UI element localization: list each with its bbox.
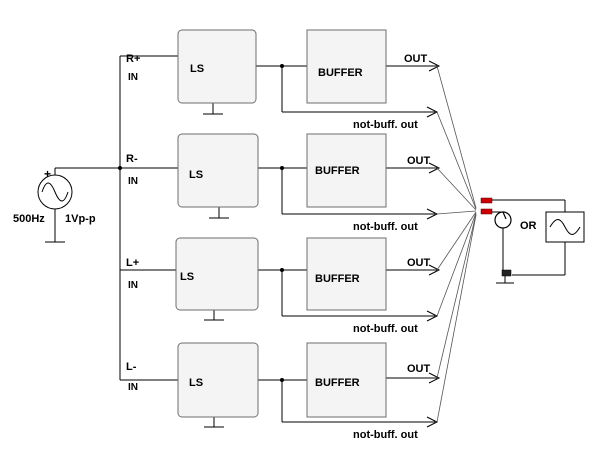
channel-pin-label: R+ <box>126 53 140 65</box>
not-buffered-out-label: not-buff. out <box>353 323 418 335</box>
out-label: OUT <box>407 363 431 375</box>
channel-r-minus: R- IN LS BUFFER OUT not-buff. out <box>120 133 441 233</box>
ls-label: LS <box>189 169 203 181</box>
oscilloscope-probe: OR <box>480 197 585 284</box>
buffer-label: BUFFER <box>315 377 360 389</box>
buffer-block <box>306 342 387 418</box>
ls-label: LS <box>180 271 194 283</box>
out-label: OUT <box>407 155 431 167</box>
ls-label: LS <box>190 63 204 75</box>
selector-lines <box>436 65 477 423</box>
channel-pin-label: R- <box>126 153 138 165</box>
waveform-icon <box>549 219 581 235</box>
buffer-label: BUFFER <box>318 67 363 79</box>
buffer-label: BUFFER <box>315 273 360 285</box>
ls-block <box>177 133 259 208</box>
signal-source <box>37 167 120 243</box>
ls-block <box>175 237 259 311</box>
probe-selector-icon <box>494 211 512 229</box>
ls-block <box>177 342 259 418</box>
channel-in-label: IN <box>128 176 138 187</box>
not-buffered-out-label: not-buff. out <box>353 119 418 131</box>
ls-label: LS <box>189 377 203 389</box>
not-buffered-out-label: not-buff. out <box>353 221 418 233</box>
channel-r-plus: R+ IN LS BUFFER OUT not-buff. out <box>120 29 441 131</box>
channel-l-minus: L- IN LS BUFFER OUT not-buff. out <box>120 342 441 441</box>
buffer-block <box>306 29 387 104</box>
source-frequency: 500Hz <box>13 213 45 225</box>
channel-l-plus: L+ IN LS BUFFER OUT not-buff. out <box>120 237 441 335</box>
sine-icon <box>41 182 69 202</box>
out-label: OUT <box>404 53 428 65</box>
channel-pin-label: L+ <box>126 257 139 269</box>
channel-in-label: IN <box>128 382 138 393</box>
buffer-label: BUFFER <box>315 165 360 177</box>
probe-tip-icon <box>480 197 493 204</box>
not-buffered-out-label: not-buff. out <box>353 429 418 441</box>
source-polarity: + <box>44 167 51 181</box>
channel-pin-label: L- <box>126 361 137 373</box>
out-label: OUT <box>407 257 431 269</box>
ls-block <box>177 29 257 104</box>
channel-in-label: IN <box>128 72 138 83</box>
ground-probe-icon <box>501 269 512 277</box>
oscilloscope-label: OR <box>520 220 537 232</box>
channel-in-label: IN <box>128 280 138 291</box>
source-amplitude: 1Vp-p <box>65 213 96 225</box>
probe-tip-icon <box>480 208 493 215</box>
buffer-block <box>306 237 387 311</box>
buffer-block <box>306 133 387 208</box>
